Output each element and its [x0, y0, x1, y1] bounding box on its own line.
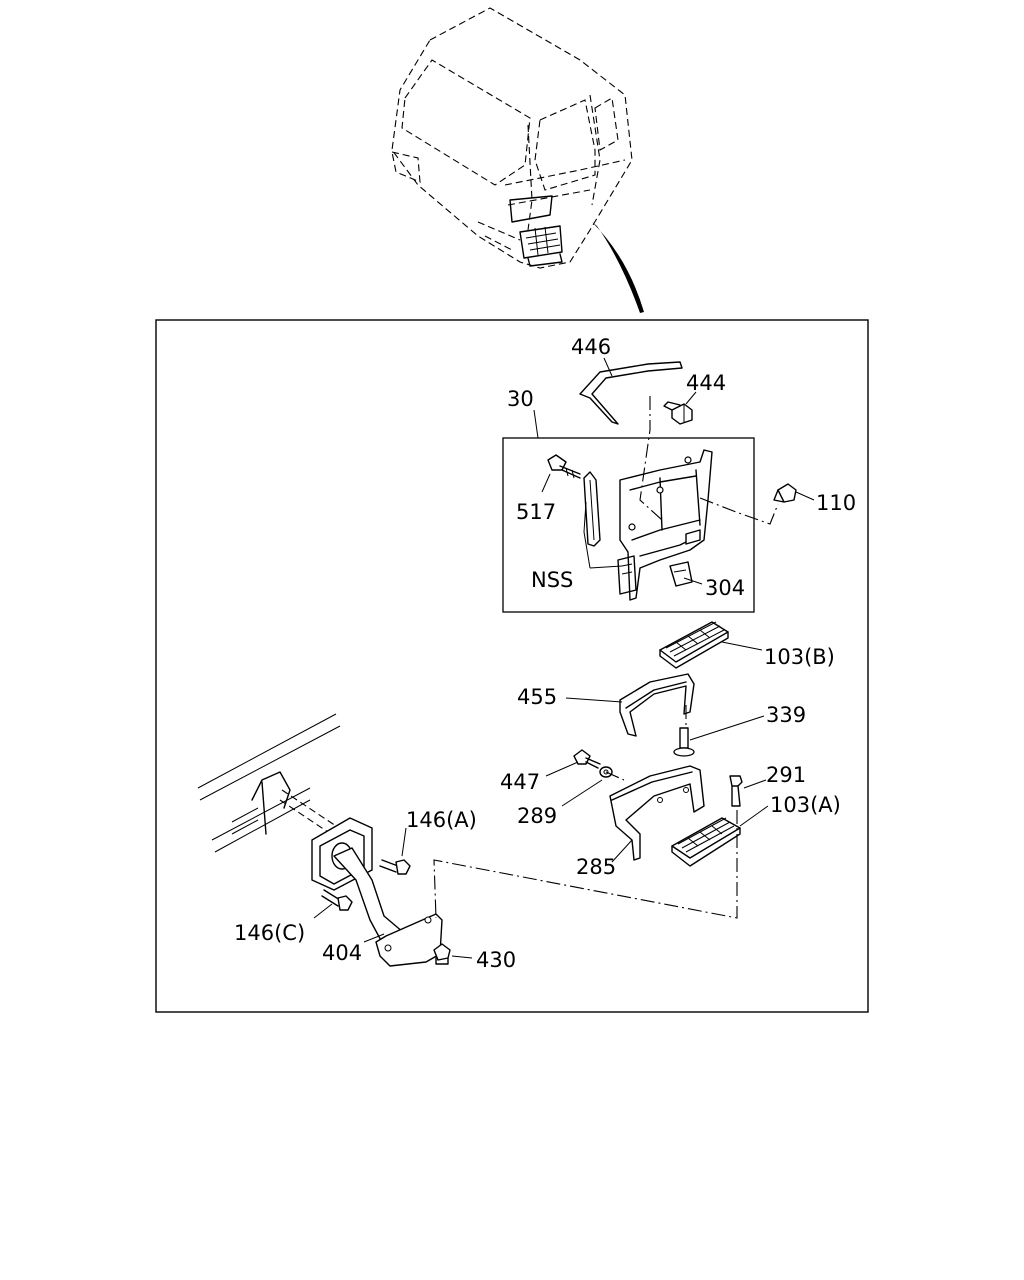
- part-110-bolt: [773, 483, 797, 503]
- label-146c: 146(C): [234, 921, 305, 945]
- label-291: 291: [766, 763, 806, 787]
- label-103a: 103(A): [770, 793, 841, 817]
- part-285-bracket: [609, 765, 705, 861]
- label-285: 285: [576, 855, 616, 879]
- chassis-frame: [197, 713, 343, 853]
- label-146a: 146(A): [406, 808, 477, 832]
- detail-arrow: [592, 222, 644, 313]
- label-430: 430: [476, 948, 516, 972]
- label-446: 446: [571, 335, 611, 359]
- label-289: 289: [517, 804, 557, 828]
- label-339: 339: [766, 703, 806, 727]
- truck-cab-illustration: [391, 7, 644, 313]
- part-labels: 446 444 30 517 110 NSS 304 103(B) 455 33…: [234, 335, 856, 972]
- label-110: 110: [816, 491, 856, 515]
- part-146a-bolt: [379, 859, 411, 875]
- part-446-rod: [579, 361, 683, 425]
- part-430-nut: [433, 943, 451, 965]
- part-455-bracket: [619, 673, 695, 737]
- part-103b-step: [659, 621, 729, 669]
- part-289-washer: [599, 766, 613, 778]
- leader-lines: [313, 357, 815, 959]
- label-444: 444: [686, 371, 726, 395]
- assembly-centerlines: [433, 396, 779, 919]
- label-103b: 103(B): [764, 645, 835, 669]
- label-304: 304: [705, 576, 745, 600]
- part-444-bolt: [663, 401, 693, 425]
- label-447: 447: [500, 770, 540, 794]
- part-447-bolt: [573, 749, 601, 769]
- part-404-step-bracket: [311, 817, 443, 967]
- part-146c-bolt: [321, 889, 353, 911]
- assembly-box-30: [502, 437, 755, 613]
- part-339-pin: [673, 727, 695, 757]
- label-517: 517: [516, 500, 556, 524]
- part-103a-step: [671, 817, 741, 867]
- label-455: 455: [517, 685, 557, 709]
- part-30-bracket: [583, 449, 713, 601]
- label-nss: NSS: [531, 568, 573, 592]
- cab-step-detail: [509, 195, 563, 267]
- part-517-bolt: [547, 454, 581, 479]
- part-291-bolt: [729, 775, 743, 807]
- detail-frame: [155, 319, 869, 1013]
- label-30: 30: [507, 387, 534, 411]
- label-404: 404: [322, 941, 362, 965]
